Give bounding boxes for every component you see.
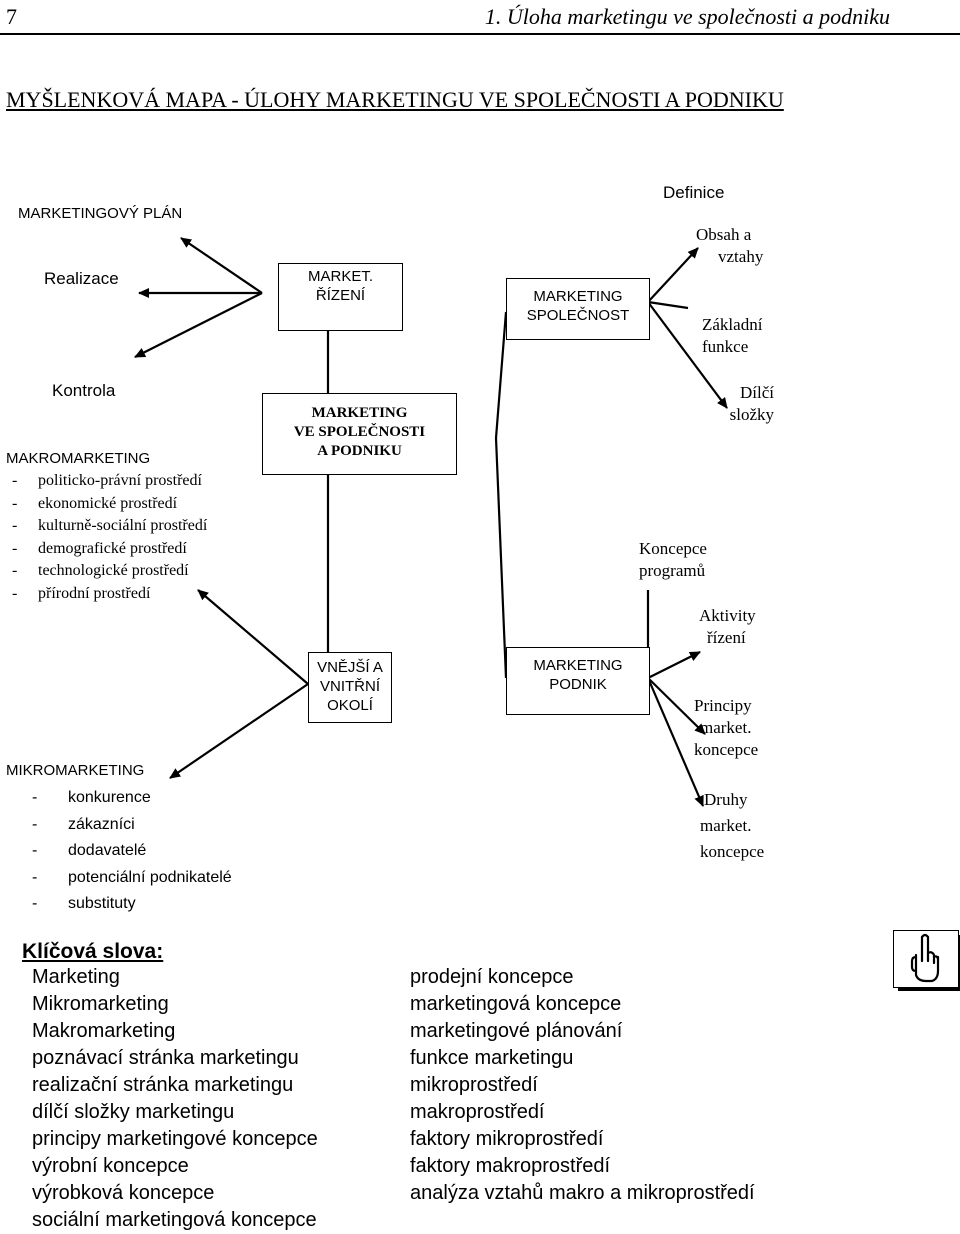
keywords-column-1: Marketing Mikromarketing Makromarketing … (32, 964, 318, 1234)
list-item: -dodavatelé (32, 842, 147, 859)
keyword-item: faktory mikroprostředí (410, 1128, 604, 1150)
list-item: -demografické prostředí (12, 539, 187, 557)
keyword-item: prodejní koncepce (410, 966, 574, 988)
makromarketing-heading: MAKROMARKETING (6, 450, 151, 467)
label-kontrola: Kontrola (52, 381, 116, 400)
keyword-item: sociální marketingová koncepce (32, 1209, 317, 1231)
list-item: -potenciální podnikatelé (32, 868, 232, 886)
list-item: -kulturně-sociální prostředí (12, 517, 208, 535)
label-realizace: Realizace (44, 269, 119, 288)
list-item: -technologické prostředí (12, 562, 189, 580)
list-item: -přírodní prostředí (12, 584, 151, 602)
keyword-item: Mikromarketing (32, 993, 169, 1015)
keyword-item: analýza vztahů makro a mikroprostředí (410, 1182, 755, 1204)
keyword-item: marketingové plánování (410, 1020, 623, 1042)
list-item: -politicko-právní prostředí (12, 472, 202, 489)
keyword-item: realizační stránka marketingu (32, 1074, 294, 1096)
list-item: -ekonomické prostředí (12, 494, 178, 512)
label-marketingovy-plan: MARKETINGOVÝ PLÁN (18, 205, 183, 222)
page-number: 7 (6, 4, 17, 29)
keywords-column-2: prodejní koncepce marketingová koncepce … (410, 964, 755, 1207)
pointing-hand-icon (893, 930, 960, 991)
mikromarketing-list: -konkurence -zákazníci -dodavatelé -pote… (32, 785, 232, 918)
label-definice: Definice (663, 183, 725, 202)
header-rule (0, 33, 960, 35)
mikromarketing-heading: MIKROMARKETING (6, 762, 145, 779)
makromarketing-list: -politicko-právní prostředí -ekonomické … (12, 470, 207, 606)
list-item: -konkurence (32, 789, 151, 806)
mind-map-title: MYŠLENKOVÁ MAPA - ÚLOHY MARKETINGU VE SP… (6, 87, 784, 112)
list-item: -zákazníci (32, 815, 135, 833)
keyword-item: principy marketingové koncepce (32, 1128, 318, 1150)
keyword-item: marketingová koncepce (410, 993, 622, 1015)
keyword-item: Makromarketing (32, 1020, 176, 1042)
keyword-item: funkce marketingu (410, 1047, 574, 1069)
keyword-item: dílčí složky marketingu (32, 1101, 235, 1123)
box-market-rizeni: MARKET.ŘÍZENÍ (278, 263, 403, 331)
keywords-title: Klíčová slova: (22, 940, 164, 963)
keyword-item: výrobková koncepce (32, 1182, 215, 1204)
keyword-item: výrobní koncepce (32, 1155, 189, 1177)
keyword-item: poznávací stránka marketingu (32, 1047, 299, 1069)
keyword-item: mikroprostředí (410, 1074, 538, 1096)
keyword-item: Marketing (32, 966, 120, 988)
keyword-item: faktory makroprostředí (410, 1155, 611, 1177)
chapter-title: 1. Úloha marketingu ve společnosti a pod… (484, 4, 890, 29)
list-item: -substituty (32, 895, 136, 912)
keyword-item: makroprostředí (410, 1101, 545, 1123)
